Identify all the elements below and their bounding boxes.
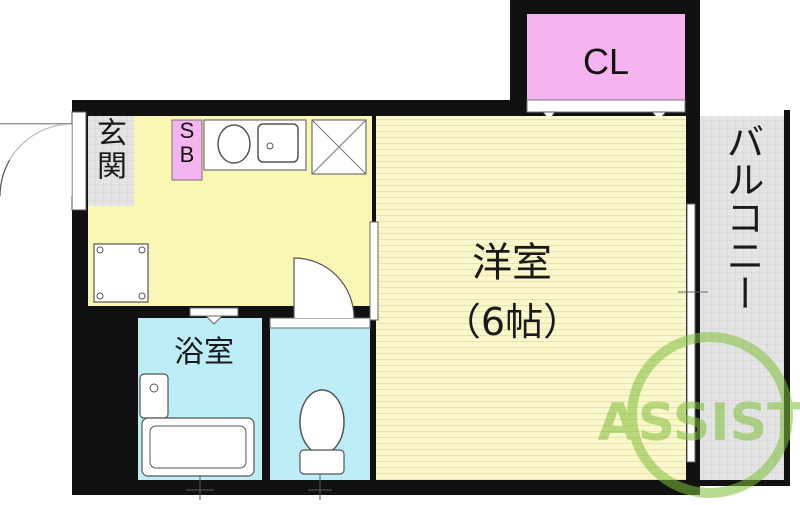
sliding-door xyxy=(369,221,379,321)
washing-machine-space-icon xyxy=(93,243,149,303)
watermark-logo: ASSIST xyxy=(597,332,800,498)
western-room-label: 洋室 xyxy=(472,240,552,286)
entrance-label: 玄関 xyxy=(97,117,127,185)
wash-basin-icon xyxy=(257,123,299,163)
balcony-window xyxy=(686,203,696,463)
entrance-floor xyxy=(88,116,134,206)
balcony-area xyxy=(700,116,784,480)
balcony-label: バルコニー xyxy=(720,122,764,312)
bathroom-sink-icon xyxy=(139,373,169,419)
toilet-door-swing xyxy=(293,257,355,319)
bathroom-label: 浴室 xyxy=(174,335,234,370)
toilet-icon xyxy=(299,389,345,455)
western-room-size-label: （6帖） xyxy=(443,300,581,344)
shoe-box xyxy=(171,119,203,181)
watermark-text: ASSIST xyxy=(597,393,800,453)
closet-label: CL xyxy=(583,41,629,82)
closet-area xyxy=(527,14,685,100)
sink-basin-icon xyxy=(217,124,251,164)
